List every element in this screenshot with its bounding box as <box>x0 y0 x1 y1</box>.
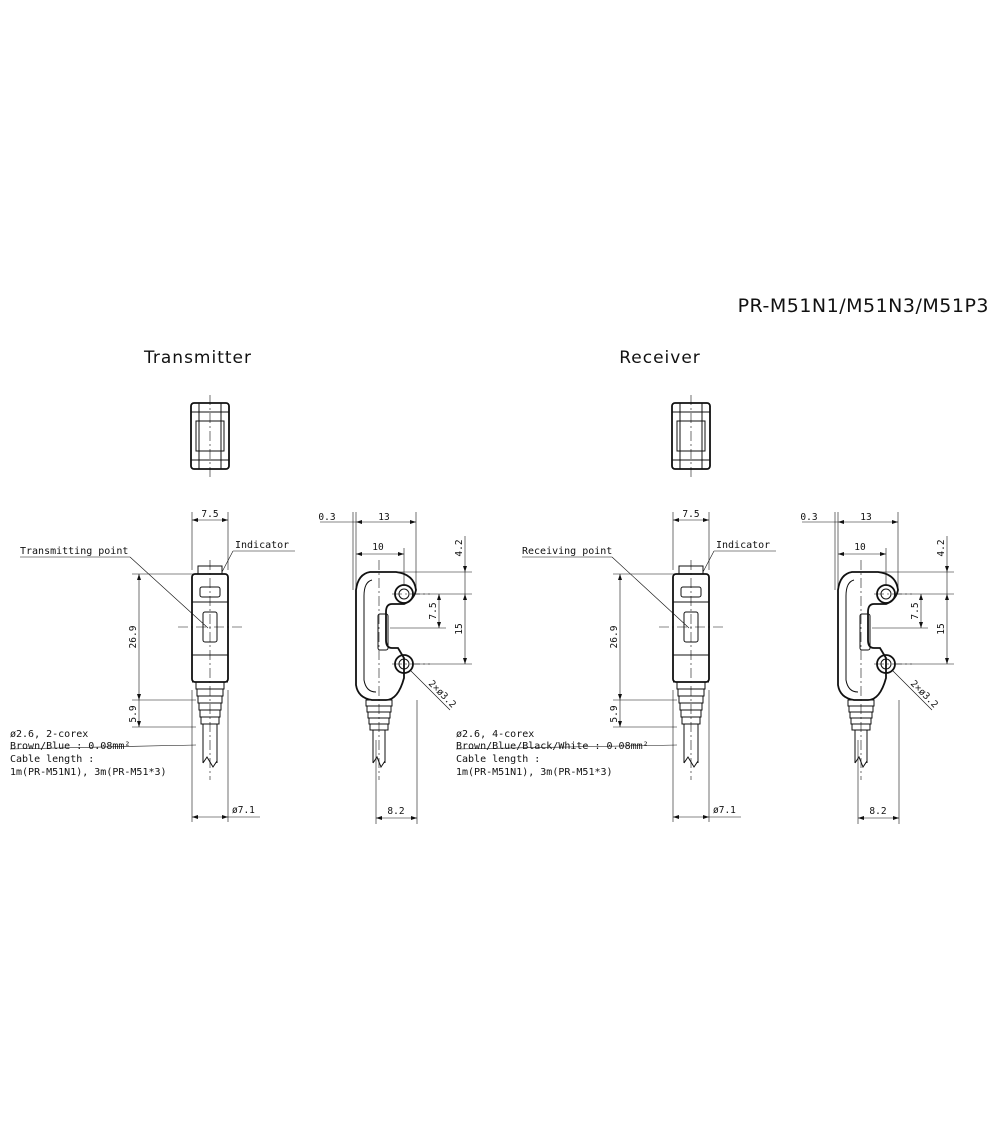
transmitter-side-view <box>355 560 430 780</box>
section-title-transmitter: Transmitter <box>143 348 252 368</box>
transmitter-front-dimensions: 7.5 26.9 5.9 ø7.1 <box>128 509 260 822</box>
receiver-cable-line-3: Cable length : <box>456 754 540 765</box>
dim-top-offset: 4.2 <box>454 539 465 556</box>
receiver-side-view <box>837 560 912 780</box>
receiver-cable-line-1: ø2.6, 4-corex <box>456 729 534 740</box>
dim-side-offset: 0.3 <box>318 512 335 523</box>
dim-hole-spacing-h-rx: 10 <box>854 542 866 553</box>
dim-cable-diameter: ø7.1 <box>232 805 255 816</box>
model-title: PR-M51N1/M51N3/M51P3 <box>738 295 989 317</box>
dim-side-width-rx: 13 <box>860 512 871 523</box>
section-title-receiver: Receiver <box>619 348 701 368</box>
dim-half-spacing-rx: 7.5 <box>910 602 921 619</box>
dim-cable-offset: 5.9 <box>128 705 139 722</box>
dim-cable-offset-rx: 5.9 <box>609 705 620 722</box>
dim-hole-spacing-v-rx: 15 <box>936 623 947 634</box>
dim-holes-rx: 2×ø3.2 <box>908 678 940 710</box>
receiver-cable-line-2: Brown/Blue/Black/White : 0.08mm² <box>456 741 649 752</box>
dim-front-width-rx: 7.5 <box>682 509 699 520</box>
transmitter-top-view <box>190 395 230 477</box>
receiver-cable-line-4: 1m(PR-M51N1), 3m(PR-M51*3) <box>456 767 613 778</box>
dim-height: 26.9 <box>128 625 139 648</box>
dim-hole-spacing-h: 10 <box>372 542 384 553</box>
dim-front-width: 7.5 <box>201 509 218 520</box>
transmitter-cable-line-3: Cable length : <box>10 754 94 765</box>
receiving-point-label: Receiving point <box>522 546 612 557</box>
dim-cable-diameter-rx: ø7.1 <box>713 805 736 816</box>
transmitter-cable-line-4: 1m(PR-M51N1), 3m(PR-M51*3) <box>10 767 167 778</box>
transmitter-cable-line-1: ø2.6, 2-corex <box>10 729 88 740</box>
transmitting-point-label: Transmitting point <box>20 546 128 557</box>
receiver-indicator-label: Indicator <box>716 540 770 551</box>
transmitter-front-view <box>178 560 242 780</box>
receiver-top-view <box>671 395 711 477</box>
dim-half-spacing: 7.5 <box>428 602 439 619</box>
dim-base-width: 8.2 <box>387 806 404 817</box>
dim-height-rx: 26.9 <box>609 625 620 648</box>
dim-side-width: 13 <box>378 512 389 523</box>
dim-side-offset-rx: 0.3 <box>800 512 817 523</box>
dim-top-offset-rx: 4.2 <box>936 539 947 556</box>
transmitter-indicator-label: Indicator <box>235 540 289 551</box>
dim-hole-spacing-v: 15 <box>454 623 465 634</box>
transmitter-cable-line-2: Brown/Blue : 0.08mm² <box>10 741 130 752</box>
receiver-front-dimensions: 7.5 26.9 5.9 ø7.1 <box>609 509 741 822</box>
receiver-front-view <box>659 560 723 780</box>
transmitter-labels: Transmitting point Indicator ø2.6, 2-cor… <box>9 540 295 778</box>
receiver-labels: Receiving point Indicator ø2.6, 4-corex … <box>455 540 776 778</box>
dim-holes: 2×ø3.2 <box>426 678 458 710</box>
dim-base-width-rx: 8.2 <box>869 806 886 817</box>
